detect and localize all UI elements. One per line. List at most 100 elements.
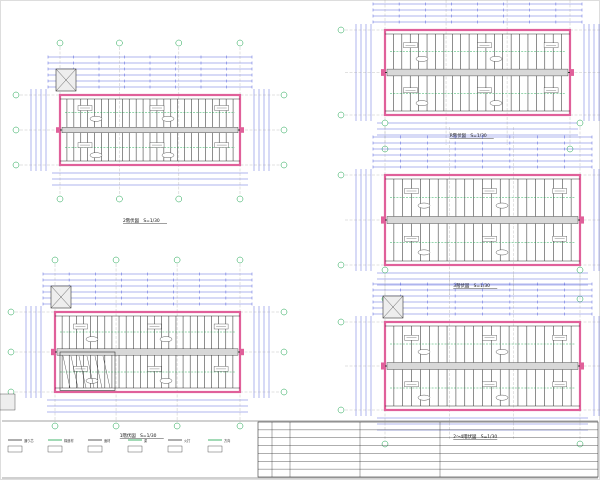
grid-bubble-left (12, 161, 20, 169)
plans-layer: 2階伏図 S=1/30 1階伏図 S=1/30 R階伏図 S=1/30 3階伏図 S=… (0, 0, 600, 448)
void-cross (382, 295, 404, 319)
stair-tread (94, 355, 103, 389)
grid-bubble-left (337, 406, 345, 414)
column-mark (381, 69, 385, 76)
grid-bubble-top (173, 256, 181, 264)
void-cross (55, 68, 77, 92)
grid-bubble-top (236, 256, 244, 264)
legend-label: 方向 (224, 438, 230, 443)
section-symbol (495, 202, 509, 209)
column-mark (580, 216, 584, 224)
stair-area (59, 351, 116, 391)
grid-bubble-bottom (576, 440, 584, 448)
grid-bubble-bottom (116, 195, 123, 203)
section-symbol (161, 116, 175, 122)
legend-items: 通り芯 構造材 面材 梁 火打 方向 (7, 438, 230, 453)
legend-item: 構造材 (47, 438, 74, 453)
section-symbol (495, 349, 509, 355)
section-symbol (159, 377, 173, 384)
plan-title: 1階伏図 S=1/30 (120, 432, 157, 439)
legend-symbol (167, 445, 183, 453)
plan-p1: 1階伏図 S=1/30 (0, 256, 288, 439)
grid-bubble-left (337, 111, 345, 119)
grid-bubble-top (576, 266, 584, 274)
grid-bubble-right (280, 126, 288, 134)
column-mark (56, 127, 60, 133)
grid-bubble-left (337, 26, 345, 34)
legend-label: 梁 (144, 438, 148, 443)
grid-bubble-top (116, 39, 123, 47)
section-symbol (161, 152, 175, 158)
grid-bubble-left (12, 91, 20, 99)
title-block (257, 421, 599, 478)
plan-pr: R階伏図 S=1/30 (337, 0, 600, 153)
section-symbol (495, 249, 509, 256)
grid-bubble-left (12, 126, 20, 134)
legend-item: 面材 (87, 438, 111, 453)
grid-bubble-bottom (381, 440, 389, 448)
legend-item: 火打 (167, 438, 191, 453)
section-symbol (417, 249, 431, 256)
legend-symbol (7, 445, 23, 453)
stair-tread (78, 355, 87, 389)
column-mark (240, 348, 244, 356)
legend-strip: 通り芯 構造材 面材 梁 火打 方向 (2, 420, 598, 479)
section-symbol (495, 394, 509, 401)
plan-title: R階伏図 S=1/30 (450, 132, 487, 139)
section-symbol (417, 202, 431, 209)
legend-symbol (207, 445, 223, 453)
column-mark (240, 127, 244, 133)
section-symbol (417, 349, 431, 355)
section-symbol (489, 56, 503, 62)
beam-band (61, 126, 239, 133)
plan-p24: 2〜4階伏図 S=1/30 (337, 266, 600, 448)
grid-bubble-left (337, 171, 345, 179)
plan-p2: 2階伏図 S=1/30 (12, 39, 288, 224)
section-symbol (159, 336, 173, 343)
beam-band (386, 216, 579, 224)
stair-tread (102, 355, 111, 389)
grid-bubble-bottom (173, 422, 181, 430)
grid-bubble-right (280, 308, 288, 316)
grid-bubble-right (280, 388, 288, 396)
grid-bubble-top (112, 256, 120, 264)
section-symbol (89, 116, 103, 122)
section-symbol (417, 394, 431, 401)
plan-title: 2階伏図 S=1/30 (123, 217, 160, 224)
grid-bubble-bottom (51, 422, 59, 430)
column-mark (580, 362, 584, 370)
grid-bubble-right (280, 348, 288, 356)
grid-bubble-bottom (175, 195, 183, 203)
legend-label: 火打 (184, 438, 191, 443)
legend-symbol (87, 445, 103, 453)
plan-title: 2〜4階伏図 S=1/30 (453, 433, 497, 440)
grid-bubble-top (175, 39, 183, 47)
section-symbol (85, 336, 99, 343)
column-mark (51, 348, 55, 356)
grid-bubble-top (236, 39, 244, 47)
beam-band (56, 348, 239, 356)
title-block-grid (258, 422, 598, 477)
plan-title: 3階伏図 S=1/30 (453, 282, 490, 289)
legend-symbol (47, 445, 63, 453)
legend-label: 構造材 (64, 438, 74, 443)
grid-bubble-bottom (112, 422, 120, 430)
grid-bubble-top (576, 119, 584, 127)
section-symbol (415, 56, 429, 62)
legend-item: 通り芯 (7, 438, 34, 453)
column-mark (381, 362, 385, 370)
grid-bubble-left (337, 318, 345, 326)
section-symbol (415, 100, 429, 106)
stair-tread (86, 355, 95, 389)
grid-bubble-bottom (236, 422, 244, 430)
grid-bubble-bottom (56, 195, 64, 203)
grid-bubble-right (280, 91, 288, 99)
grid-bubble-left (337, 261, 345, 269)
legend-symbol (127, 445, 143, 453)
stair-tread (62, 355, 71, 389)
grid-bubble-top (56, 39, 64, 47)
grid-bubble-top (381, 119, 389, 127)
grid-bubble-bottom (236, 195, 244, 203)
grid-bubble-left (7, 308, 15, 316)
